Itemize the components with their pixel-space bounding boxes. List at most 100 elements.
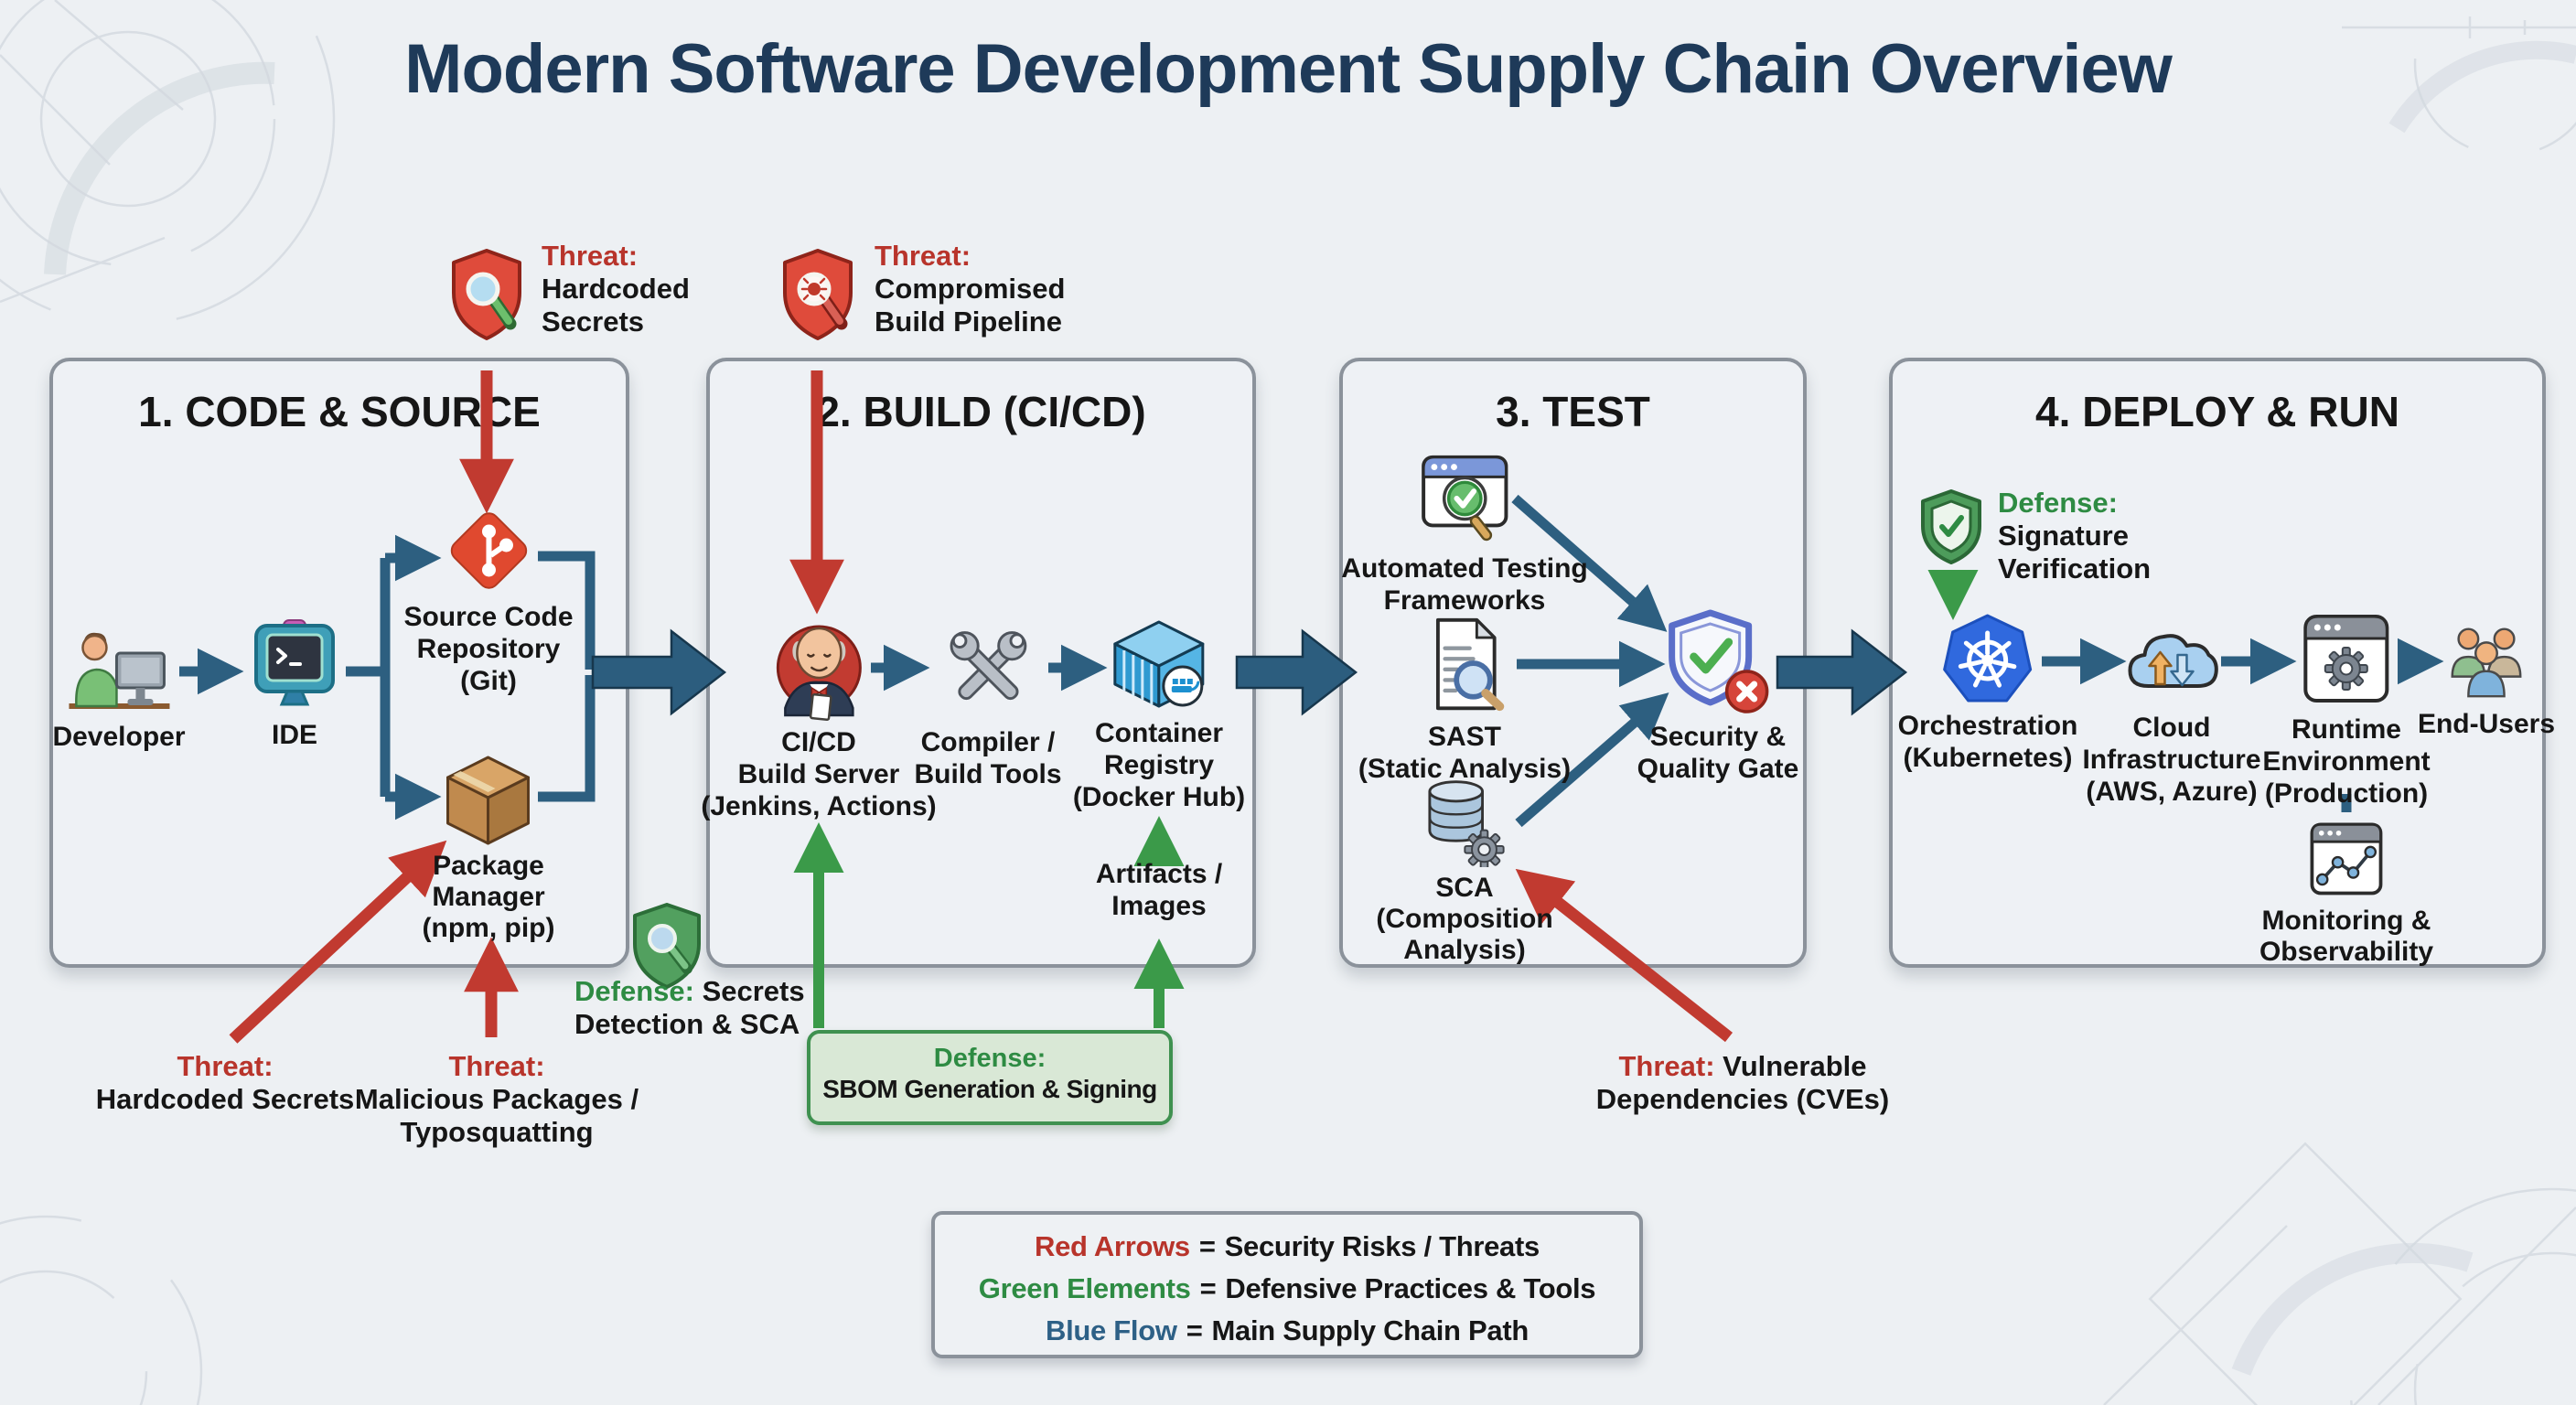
node-runtime-environment: Runtime Environment (Production) xyxy=(2262,609,2431,810)
stage-transition-arrows xyxy=(591,628,1908,716)
threat-prefix: Threat: xyxy=(875,240,971,272)
monitoring-label-line1: Monitoring & xyxy=(2261,906,2431,936)
sbom-text: SBOM Generation & Signing xyxy=(822,1075,1157,1103)
sast-document-icon xyxy=(1436,617,1505,712)
gate-label-line2: Quality Gate xyxy=(1637,754,1799,784)
legend-row-green: Green Elements = Defensive Practices & T… xyxy=(935,1268,1639,1310)
compiler-label-line1: Compiler / xyxy=(920,727,1056,757)
git-icon xyxy=(450,512,527,589)
cicd-label-line1: CI/CD xyxy=(781,727,856,757)
runtime-label-line1: Runtime xyxy=(2291,714,2401,745)
compiler-label-line2: Build Tools xyxy=(914,759,1062,789)
developer-icon xyxy=(68,632,169,709)
cicd-label-line2: Build Server xyxy=(737,759,900,789)
sca-label-line1: SCA xyxy=(1435,873,1494,903)
security-gate-shield-icon xyxy=(1669,609,1769,713)
defense-sbom-box: Defense: SBOM Generation & Signing xyxy=(807,1030,1173,1125)
threat-hardcoded-secrets-top: Threat: Hardcoded Secrets xyxy=(542,240,690,338)
threat-compromised-pipeline: Threat: Compromised Build Pipeline xyxy=(875,240,1065,338)
node-sca: SCA (Composition Analysis) xyxy=(1376,776,1553,966)
defense-rest: Secrets xyxy=(702,975,805,1007)
sca-label-line2: (Composition xyxy=(1376,904,1553,934)
defense-line2: Detection & SCA xyxy=(574,1008,800,1040)
legend-desc: Main Supply Chain Path xyxy=(1211,1314,1530,1346)
node-sast: SAST (Static Analysis) xyxy=(1358,615,1571,785)
node-cicd-build-server: CI/CD Build Server (Jenkins, Actions) xyxy=(701,611,937,822)
testing-label-line1: Automated Testing xyxy=(1341,553,1588,584)
node-developer: Developer xyxy=(52,613,186,753)
defense-line: Verification xyxy=(1998,552,2152,585)
orchestration-label-line2: (Kubernetes) xyxy=(1903,743,2073,773)
threat-line: Compromised xyxy=(875,273,1066,305)
git-label-line2: Repository xyxy=(416,634,561,664)
node-package-manager: Package Manager (npm, pip) xyxy=(422,752,555,944)
package-icon xyxy=(446,756,531,845)
threat-arrows xyxy=(229,370,1733,1044)
end-users-icon xyxy=(2451,627,2522,698)
threat-shield-magnifier-icon xyxy=(452,249,521,340)
threat-prefix: Threat: xyxy=(177,1050,274,1082)
threat-line: Malicious Packages / xyxy=(354,1083,639,1115)
legend-desc: Security Risks / Threats xyxy=(1224,1230,1540,1262)
node-automated-testing: Automated Testing Frameworks xyxy=(1341,446,1588,617)
artifacts-label-line1: Artifacts / xyxy=(1095,859,1223,889)
node-orchestration: Orchestration (Kubernetes) xyxy=(1898,613,2077,774)
defense-secrets-detection: Defense: Secrets Detection & SCA xyxy=(574,975,805,1041)
legend-eq: = xyxy=(1186,1314,1203,1346)
node-git-repository: Source Code Repository (Git) xyxy=(403,506,574,697)
threat-prefix: Threat: xyxy=(448,1050,545,1082)
stage-title-code-source: 1. CODE & SOURCE xyxy=(138,388,541,435)
node-security-quality-gate: Security & Quality Gate xyxy=(1637,607,1799,785)
threat-vulnerable-dependencies: Threat: Vulnerable Dependencies (CVEs) xyxy=(1596,1050,1889,1116)
threat-line: Secrets xyxy=(542,306,645,338)
legend-row-blue: Blue Flow = Main Supply Chain Path xyxy=(935,1310,1639,1352)
defense-shield-magnifier-icon xyxy=(633,903,701,989)
monitoring-label-line2: Observability xyxy=(2259,937,2434,967)
legend-eq: = xyxy=(1199,1272,1217,1304)
stage-title-build: 2. BUILD (CI/CD) xyxy=(816,388,1146,435)
registry-label-line2: Registry xyxy=(1103,750,1215,780)
jenkins-icon xyxy=(776,625,862,721)
runtime-label-line3: (Production) xyxy=(2264,778,2429,809)
legend-desc: Defensive Practices & Tools xyxy=(1225,1272,1596,1304)
node-cloud-infrastructure: Cloud Infrastructure (AWS, Azure) xyxy=(2082,618,2261,808)
sca-database-gear-icon xyxy=(1428,780,1505,867)
legend-row-red: Red Arrows = Security Risks / Threats xyxy=(935,1226,1639,1268)
legend: Red Arrows = Security Risks / Threats Gr… xyxy=(931,1211,1643,1358)
git-label-line3: (Git) xyxy=(460,666,517,696)
stage-title-test: 3. TEST xyxy=(1496,388,1650,435)
blue-flow-connectors xyxy=(179,494,2444,828)
runtime-label-line2: Environment xyxy=(2262,746,2431,777)
automated-testing-icon xyxy=(1421,455,1508,542)
defense-signature-verification: Defense: Signature Verification xyxy=(1998,487,2151,585)
pkg-label-line2: Manager xyxy=(432,882,545,912)
defense-arrows xyxy=(793,569,1979,1028)
node-monitoring: Monitoring & Observability xyxy=(2259,816,2433,968)
threat-shield-bug-icon xyxy=(783,249,853,340)
cicd-label-line3: (Jenkins, Actions) xyxy=(701,791,937,821)
legend-eq: = xyxy=(1198,1230,1216,1262)
defense-line: Signature xyxy=(1998,520,2129,552)
threat-line: Hardcoded xyxy=(542,273,690,305)
monitoring-chart-icon xyxy=(2310,822,2383,896)
stage-title-deploy-run: 4. DEPLOY & RUN xyxy=(2035,388,2399,435)
threat-prefix: Threat: xyxy=(1618,1050,1715,1082)
legend-term: Blue Flow xyxy=(1046,1314,1177,1346)
threat-line2: Dependencies (CVEs) xyxy=(1595,1083,1890,1115)
cloud-icon xyxy=(2127,634,2218,688)
node-compiler-build-tools: Compiler / Build Tools xyxy=(914,618,1062,790)
threat-line: Hardcoded Secrets xyxy=(95,1083,355,1115)
registry-label-line3: (Docker Hub) xyxy=(1072,782,1246,812)
developer-label: Developer xyxy=(52,722,186,752)
node-end-users: End-Users xyxy=(2418,618,2555,740)
defense-prefix: Defense: xyxy=(1998,487,2118,519)
pkg-label-line3: (npm, pip) xyxy=(422,913,555,943)
node-ide: IDE xyxy=(247,618,342,751)
page-title: Modern Software Development Supply Chain… xyxy=(404,30,2173,108)
legend-term: Red Arrows xyxy=(1035,1230,1190,1262)
pkg-label-line1: Package xyxy=(433,851,544,881)
threat-hardcoded-secrets-bottom: Threat: Hardcoded Secrets xyxy=(96,1050,355,1116)
cloud-label-line1: Cloud xyxy=(2132,713,2211,743)
testing-label-line2: Frameworks xyxy=(1383,585,1546,616)
